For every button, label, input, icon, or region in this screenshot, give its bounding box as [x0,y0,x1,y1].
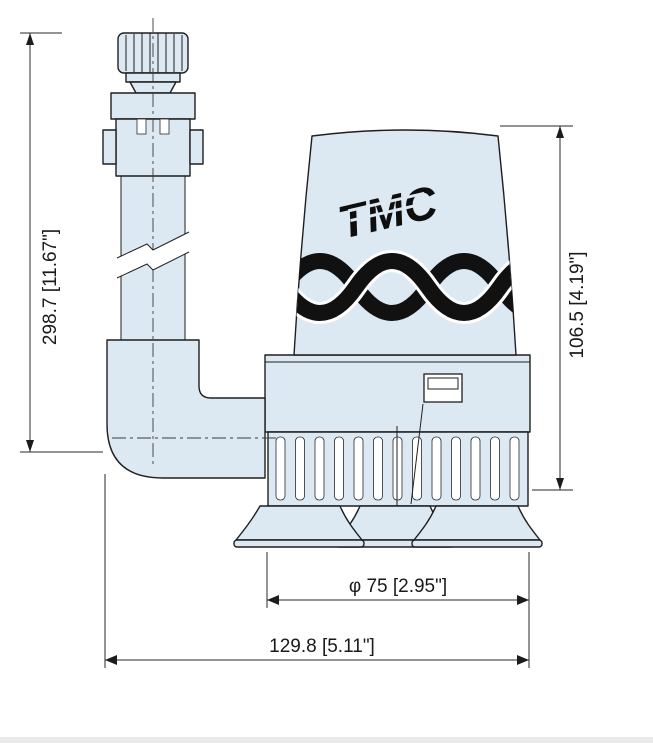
logo-stripe [350,201,427,223]
arrowhead-right [517,595,529,605]
arrowhead-left [105,655,117,665]
pipe-elbow [106,339,266,479]
suction-feet [233,505,543,548]
suction-cup-right-rim [411,539,543,548]
base-diameter-label: φ 75 [2.95"] [349,576,447,597]
fitting-notch [136,118,147,135]
base-clip [423,373,463,403]
dimension-overall-length: 129.8 [5.11"] [104,474,529,668]
fitting-wing-right [189,129,204,165]
arrowhead-left [267,595,279,605]
body-height-label: 106.5 [4.19"] [567,251,588,358]
logo-stripe [347,191,425,213]
float-wire-line [410,403,424,505]
dimension-overall-height: 298.7 [11.67"] [20,32,103,453]
pump-base-housing [264,354,531,433]
arrowhead-up [556,126,564,138]
rope-band [294,250,516,324]
suction-cup-right [413,505,541,541]
pump-body: TMC [233,129,543,548]
pipe-break [116,231,190,279]
suction-cup-left-rim [233,539,365,548]
outlet-pipe-assembly [102,18,278,479]
fitting-wing-left [102,129,117,165]
knurl-lines [125,33,183,73]
overall-length-label: 129.8 [5.11"] [269,636,375,657]
arrowhead-up [26,33,34,45]
fitting-notch [159,118,170,135]
dimension-base-diameter: φ 75 [2.95"] [266,552,530,668]
suction-cup-left [235,505,363,541]
dimension-body-height: 106.5 [4.19"] [500,125,588,491]
page-bottom-strip [0,737,653,743]
strainer-base [267,403,529,508]
overall-height-label: 298.7 [11.67"] [40,229,61,345]
arrowhead-down [556,478,564,490]
arrowhead-right [517,655,529,665]
arrowhead-down [26,440,34,452]
